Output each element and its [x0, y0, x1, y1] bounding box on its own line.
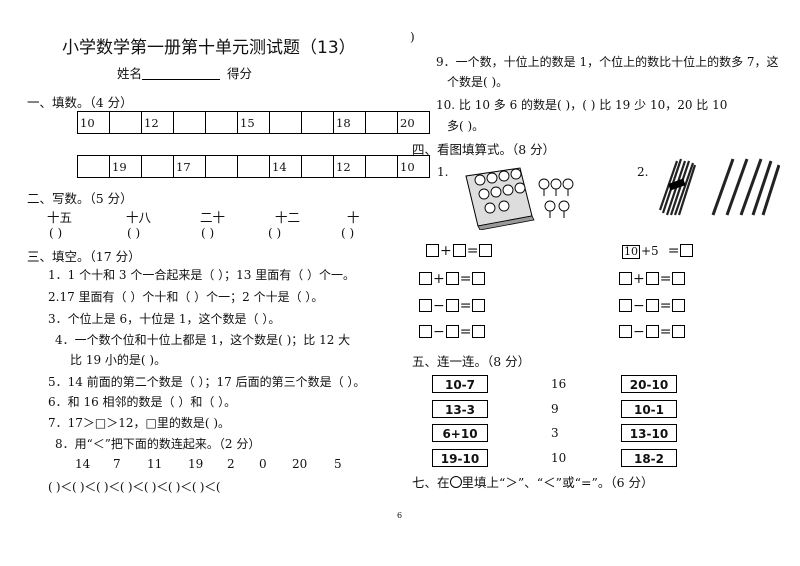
equation-row[interactable]: +=	[619, 271, 686, 287]
grid2-cell[interactable]	[77, 155, 110, 178]
order-number: 20	[292, 457, 308, 471]
question-5: 5．14 前面的第二个数是（ ）；17 后面的第三个数是（ ）。	[48, 375, 366, 389]
section-4-heading: 四、看图填算式。（8 分）	[412, 142, 556, 157]
write-word: 十	[347, 210, 360, 225]
name-line[interactable]	[142, 67, 221, 80]
question-1: 1．1 个十和 3 个一合起来是（ ）；13 里面有（ ）个一。	[48, 268, 356, 282]
match-middle-number[interactable]: 16	[551, 377, 567, 391]
write-word: 十二	[275, 210, 301, 225]
picture-1-label: 1.	[437, 165, 449, 179]
faces-tray-image	[465, 167, 574, 230]
order-number: 2	[227, 457, 235, 471]
grid2-cell: 10	[397, 155, 430, 178]
grid2-cell[interactable]	[205, 155, 238, 178]
section-5-heading: 五、连一连。（8 分）	[412, 354, 531, 369]
question-2: 2.17 里面有（ ）个十和（ ）个一；2 个十是（ ）。	[48, 290, 324, 304]
question-4-line1: 4．一个数个位和十位上都是 1，这个数是( )；比 12 大	[55, 333, 351, 347]
match-right-item[interactable]: 18-2	[621, 449, 677, 467]
question-8: 8．用“＜”把下面的数连起来。（2 分）	[55, 437, 261, 451]
order-number: 0	[259, 457, 267, 471]
match-middle-number[interactable]: 9	[551, 402, 559, 416]
answer-blank[interactable]: ( )	[268, 226, 282, 240]
equation-row[interactable]: −=	[619, 324, 686, 340]
section-7-heading: 七、在里填上“＞”、“＜”或“=”。（6 分）	[412, 472, 654, 491]
answer-blank[interactable]: ( )	[201, 226, 215, 240]
section-7-heading-post: 里填上“＞”、“＜”或“=”。（6 分）	[461, 475, 654, 490]
write-word: 十五	[47, 210, 73, 225]
match-left-item[interactable]: 10-7	[432, 375, 488, 393]
equation-row[interactable]: +=	[419, 271, 486, 287]
grid1-cell: 15	[237, 111, 270, 134]
question-10-line1: 10. 比 10 多 6 的数是( )，( ) 比 19 少 10，20 比 1…	[436, 98, 728, 112]
grid1-cell[interactable]	[365, 111, 398, 134]
grid1-cell: 20	[397, 111, 430, 134]
grid2-cell: 19	[109, 155, 142, 178]
equation-row[interactable]: −=	[419, 298, 486, 314]
order-number: 5	[334, 457, 342, 471]
stray-paren: )	[410, 30, 415, 44]
circle-icon	[449, 476, 462, 488]
boxed-ten: 10	[622, 245, 640, 259]
plus-five: +5	[641, 244, 659, 258]
question-9-line2: 个数是( )。	[447, 75, 509, 89]
question-9-line1: 9．一个数，十位上的数是 1，个位上的数比十位上的数多 7，这	[436, 55, 779, 69]
match-left-item[interactable]: 6+10	[432, 424, 488, 442]
answer-blank[interactable]: ( )	[341, 226, 355, 240]
equation-row[interactable]: −=	[419, 324, 486, 340]
grid2-cell[interactable]	[237, 155, 270, 178]
equation-row-with-ten[interactable]: 10+5=	[622, 243, 694, 259]
name-label: 姓名	[117, 66, 143, 81]
picture-2-label: 2.	[637, 165, 649, 179]
page-title: 小学数学第一册第十单元测试题（13）	[62, 38, 356, 58]
order-answer-line[interactable]: ( )＜( )＜( )＜( )＜( )＜( )＜( )＜(	[48, 480, 221, 494]
sticks-bundle-image	[658, 158, 780, 216]
grid1-cell: 10	[77, 111, 110, 134]
question-10-line2: 多( )。	[447, 119, 485, 133]
order-number: 14	[75, 457, 91, 471]
grid2-cell[interactable]	[301, 155, 334, 178]
match-middle-number[interactable]: 3	[551, 426, 559, 440]
grid1-cell: 12	[141, 111, 174, 134]
grid2-cell[interactable]	[365, 155, 398, 178]
section-3-heading: 三、填空。（17 分）	[27, 249, 141, 264]
section-7-heading-pre: 七、在	[412, 475, 450, 490]
grid1-cell[interactable]	[301, 111, 334, 134]
grid1-cell[interactable]	[173, 111, 206, 134]
score-label: 得分	[227, 66, 253, 81]
page-number: 6	[397, 511, 403, 520]
number-grid-2: 19 17 14 12 10	[77, 155, 430, 178]
grid1-cell: 18	[333, 111, 366, 134]
match-right-item[interactable]: 20-10	[621, 375, 677, 393]
match-middle-number[interactable]: 10	[551, 451, 567, 465]
equation-row[interactable]: +=	[426, 243, 493, 259]
match-left-item[interactable]: 19-10	[432, 449, 488, 467]
match-right-item[interactable]: 13-10	[621, 424, 677, 442]
grid2-cell: 17	[173, 155, 206, 178]
order-number: 7	[113, 457, 121, 471]
answer-blank[interactable]: ( )	[49, 226, 63, 240]
answer-blank[interactable]: ( )	[127, 226, 141, 240]
question-4-line2: 比 19 小的是( )。	[70, 353, 167, 367]
match-left-item[interactable]: 13-3	[432, 400, 488, 418]
grid2-cell: 12	[333, 155, 366, 178]
grid1-cell[interactable]	[109, 111, 142, 134]
order-number: 11	[147, 457, 163, 471]
grid1-cell[interactable]	[205, 111, 238, 134]
order-number: 19	[188, 457, 204, 471]
grid2-cell: 14	[269, 155, 302, 178]
grid1-cell[interactable]	[269, 111, 302, 134]
grid2-cell[interactable]	[141, 155, 174, 178]
number-grid-1: 10 12 15 18 20	[77, 111, 430, 134]
section-1-heading: 一、填数。（4 分）	[27, 95, 133, 110]
section-2-heading: 二、写数。（5 分）	[27, 191, 133, 206]
question-7: 7．17＞□＞12，□里的数是( )。	[48, 416, 231, 430]
name-field: 姓名	[117, 63, 221, 82]
question-6: 6．和 16 相邻的数是（ ）和（ ）。	[48, 395, 237, 409]
match-right-item[interactable]: 10-1	[621, 400, 677, 418]
question-3: 3．个位上是 6，十位是 1，这个数是（ ）。	[48, 312, 281, 326]
write-word: 十八	[126, 210, 152, 225]
equation-row[interactable]: −=	[619, 298, 686, 314]
write-word: 二十	[200, 210, 226, 225]
